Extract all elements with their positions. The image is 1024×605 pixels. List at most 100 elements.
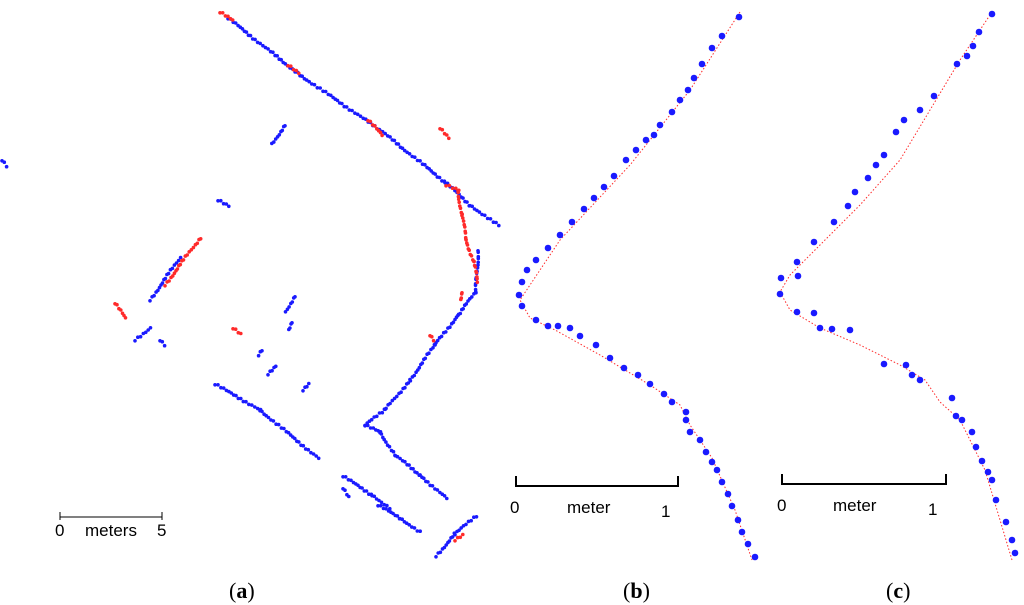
panel-a-red-scan-point — [455, 535, 460, 540]
panel-a-blue-scan-point — [162, 343, 167, 348]
panel-c-blue-point — [880, 360, 888, 368]
panel-a-blue-scan-point — [483, 213, 487, 218]
panel-a-blue-scan-point — [453, 532, 457, 537]
panel-a-red-scan-point — [178, 262, 183, 267]
panel-a-blue-scan-point — [224, 202, 229, 206]
panel-b-blue-point — [713, 466, 721, 474]
panel-a-blue-scan-point — [244, 30, 249, 34]
panel-a-caption: (a) — [229, 578, 255, 603]
panel-a-blue-scan-point — [270, 368, 274, 373]
panel-a-blue-scan-point — [411, 467, 415, 471]
panel-a-blue-scan-point — [157, 285, 162, 290]
panel-a-red-scan-point — [467, 248, 472, 252]
panel-c-caption: (c) — [886, 578, 910, 603]
panel-a-scale-start: 0 — [55, 521, 64, 540]
panel-a-blue-scan-point — [283, 310, 288, 314]
panel-c-blue-point — [988, 10, 996, 18]
panel-a-caption-open: ( — [229, 578, 236, 603]
panel-a-blue-scan-point — [429, 347, 433, 352]
panel-b-blue-point — [606, 354, 614, 362]
panel-a-blue-scan-point — [404, 382, 409, 386]
panel-a-red-scan-point — [458, 535, 463, 540]
panel-a-blue-scan-point — [435, 488, 440, 492]
panel-a-blue-scan-point — [384, 507, 388, 511]
panel-b-blue-point — [702, 448, 710, 456]
panel-a-blue-scan-point — [275, 54, 280, 58]
panel-a-red-scan-point — [461, 216, 465, 220]
panel-b-blue-point — [676, 96, 684, 104]
panel-b-blue-point — [568, 218, 576, 226]
panel-a-blue-scan-point — [358, 114, 363, 118]
panel-c-scale-bar: 0 meter 1 — [777, 474, 947, 519]
panel-b-blue-point — [718, 32, 726, 40]
panel-a-blue-scan-point — [472, 292, 476, 296]
panel-a-blue-scan-point — [160, 281, 165, 285]
panel-a-blue-scan-point — [152, 293, 156, 298]
panel-a-blue-scan-point — [343, 475, 348, 479]
panel-a-blue-scan-point — [316, 456, 321, 461]
panel-a-blue-scan-point — [271, 50, 275, 54]
panel-c-blue-point — [948, 394, 956, 402]
panel-a-blue-scan-point — [441, 330, 446, 335]
panel-a-blue-scan-point — [466, 519, 471, 524]
panel-a-scale-unit: meters — [85, 521, 137, 540]
panel-c-red-trace — [779, 11, 1013, 561]
panel-c-blue-point — [810, 238, 818, 246]
panel-a-blue-scan-point — [386, 403, 390, 407]
panel-a-blue-scan-point — [136, 335, 140, 340]
panel-a-blue-scan-point — [450, 535, 455, 539]
panel-a-blue-scan-point — [460, 307, 464, 312]
panel-a-blue-scan-point — [289, 301, 293, 306]
panel-a-blue-scan-point — [430, 484, 435, 488]
panel-c-blue-point — [844, 202, 852, 210]
panel-a-red-scan-point — [368, 119, 373, 124]
panel-a-blue-scan-point — [379, 432, 384, 436]
panel-b-blue-point — [532, 256, 540, 264]
panel-a-blue-scan-point — [466, 299, 470, 303]
panel-a-blue-scan-point — [414, 370, 418, 375]
panel-a-blue-scan-point — [276, 422, 281, 427]
panel-b-blue-point — [634, 371, 642, 379]
panel-b-blue-point — [554, 322, 562, 330]
panel-c-blue-point — [816, 324, 824, 332]
panel-b-blue-point — [610, 172, 618, 180]
panel-a-blue-scan-point — [323, 89, 328, 94]
panel-b-blue-point — [642, 136, 650, 144]
panel-b-blue-point — [684, 86, 692, 94]
panel-a-blue-scan-point — [253, 405, 257, 409]
panel-c-blue-point — [1002, 518, 1010, 526]
panel-a-red-scan-point — [226, 14, 230, 19]
panel-a-blue-scan-point — [307, 79, 312, 84]
panel-a-blue-scan-point — [285, 307, 290, 312]
panel-a-blue-scan-point — [459, 526, 464, 530]
panel-a-red-scan-point — [373, 124, 377, 128]
panel-a-blue-scan-point — [398, 456, 402, 461]
panel-a-blue-scan-point — [293, 436, 297, 441]
panel-a-blue-scan-point — [371, 426, 376, 430]
panel-a-blue-scan-point — [253, 37, 257, 42]
panel-c-blue-point — [930, 92, 938, 100]
panel-a-red-scan-point — [291, 67, 296, 72]
panel-c-scale-unit: meter — [833, 496, 877, 515]
panel-a-blue-scan-point — [366, 423, 370, 428]
panel-c-blue-point — [978, 457, 986, 465]
panel-a-red-scan-point — [123, 316, 128, 320]
panel-a-red-scan-point — [195, 241, 200, 246]
panel-a-blue-scan-point — [418, 529, 423, 533]
panel-b-blue-point — [751, 553, 759, 561]
panel-a-blue-scan-point — [314, 454, 319, 458]
panel-b-blue-points — [515, 13, 759, 561]
panel-a-red-scan-point — [453, 539, 457, 543]
panel-a-blue-scan-point — [379, 503, 383, 508]
panel-b-caption-open: ( — [623, 578, 630, 603]
panel-b-blue-point — [515, 291, 523, 299]
panel-c-blue-point — [953, 60, 961, 68]
panel-a-blue-scan-point — [305, 384, 309, 389]
panel-a-blue-scan-point — [407, 523, 412, 527]
panel-a-blue-scan-point — [258, 349, 263, 354]
panel-b-scale-end: 1 — [661, 502, 670, 521]
panel-b-red-trace — [519, 11, 753, 561]
panel-a-blue-scan-point — [390, 398, 395, 403]
panel-a-blue-scan-point — [412, 526, 417, 530]
panel-a-blue-scan-point — [462, 303, 467, 308]
